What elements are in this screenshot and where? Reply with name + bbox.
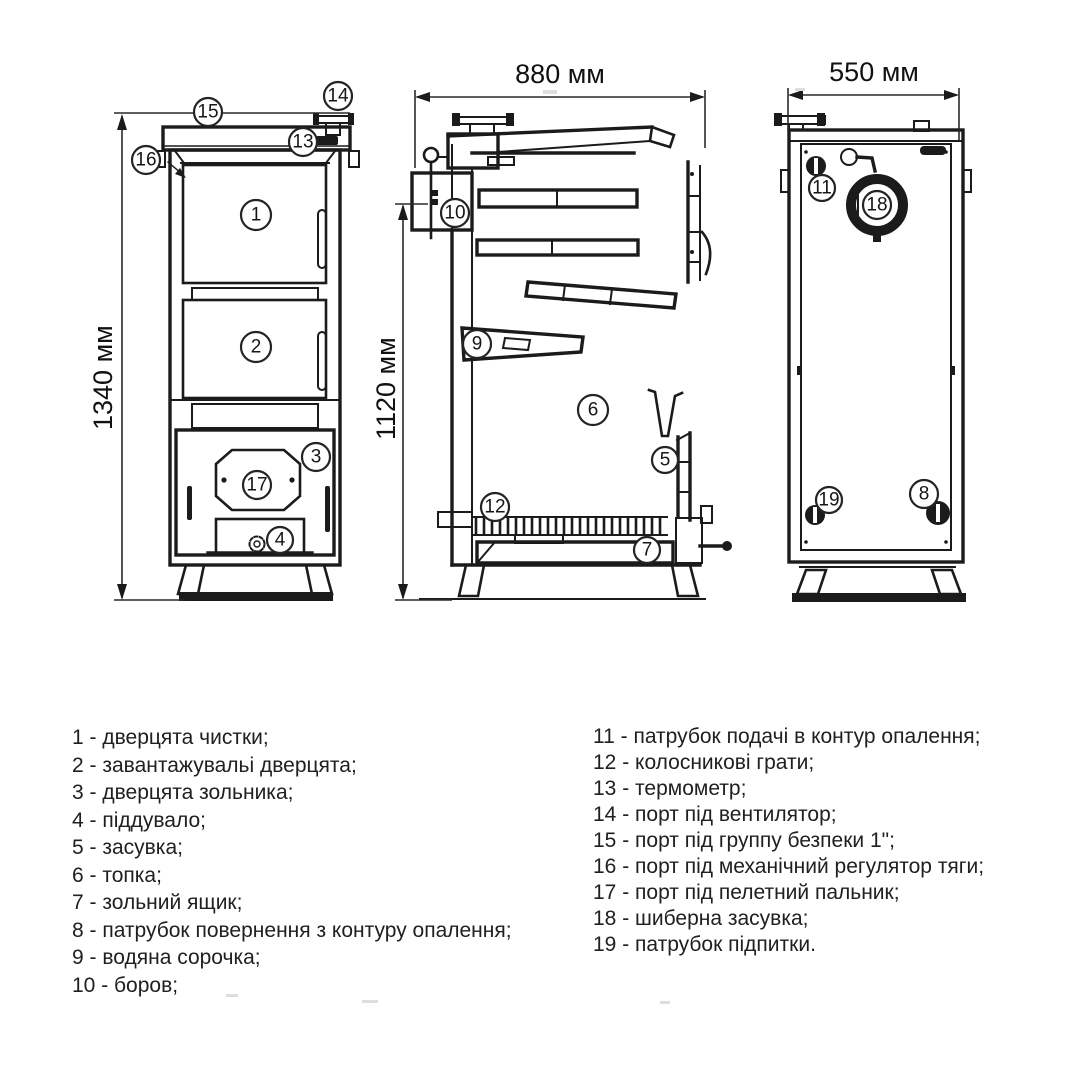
callout-5: 5 — [650, 445, 680, 475]
svg-text:4: 4 — [275, 530, 286, 551]
legend-item-15: 15 - порт під группу безпеки 1"; — [593, 829, 895, 852]
svg-text:18: 18 — [866, 195, 887, 216]
svg-text:16: 16 — [135, 150, 156, 171]
legend-item-10: 10 - боров; — [72, 973, 179, 997]
legend-item-5: 5 - засувка; — [72, 836, 183, 859]
callout-2: 2 — [239, 330, 273, 364]
legend-item-19: 19 - патрубок підпитки. — [593, 933, 816, 956]
svg-text:2: 2 — [251, 337, 262, 358]
thermometer — [316, 136, 338, 145]
dimension-front-height: 1340 мм — [88, 112, 350, 601]
svg-text:5: 5 — [660, 450, 671, 471]
legend-item-18: 18 - шиберна засувка; — [593, 907, 809, 930]
callout-19: 19 — [814, 485, 844, 515]
svg-text:13: 13 — [292, 132, 313, 153]
dimension-section-width: 880 мм — [414, 59, 706, 168]
flue-damper — [840, 148, 908, 242]
top-flange — [452, 113, 514, 135]
ash-drawer — [475, 540, 732, 565]
slide-gate — [647, 388, 684, 438]
scan-artifacts — [226, 88, 805, 1004]
legend-item-17: 17 - порт під пелетний пальник; — [593, 881, 900, 904]
door-handle — [317, 331, 327, 391]
legend-item-4: 4 - піддувало; — [72, 808, 206, 832]
front-view — [154, 113, 360, 601]
air-knob — [248, 535, 266, 553]
dimension-back-width: 550 мм — [787, 57, 960, 140]
legend-item-8: 8 - патрубок повернення з контуру опален… — [72, 918, 512, 942]
dimension-label: 880 мм — [515, 59, 605, 89]
legend-item-14: 14 - порт під вентилятор; — [593, 803, 837, 826]
safety-group-flange — [774, 113, 826, 131]
legend-item-7: 7 - зольний ящик; — [72, 891, 243, 914]
callout-16: 16 — [130, 144, 162, 176]
callout-12: 12 — [479, 491, 511, 523]
dimension-section-height: 1120 мм — [371, 203, 452, 601]
callout-14: 14 — [322, 80, 354, 112]
fan-port-flange — [313, 113, 354, 136]
legend-right-column: 11 - патрубок подачі в контур опалення; … — [593, 724, 984, 958]
svg-text:11: 11 — [812, 178, 832, 199]
callouts: 1 2 3 4 5 6 7 8 9 10 11 12 13 14 15 16 1… — [130, 80, 940, 565]
pellet-burner-plate — [214, 448, 302, 512]
callout-1: 1 — [239, 198, 273, 232]
svg-text:8: 8 — [919, 484, 930, 505]
legend-item-12: 12 - колосникові грати; — [593, 751, 815, 774]
callout-9: 9 — [461, 328, 493, 360]
callout-13: 13 — [287, 126, 319, 158]
door-handle — [317, 209, 327, 269]
dimension-label: 550 мм — [829, 57, 919, 87]
svg-text:10: 10 — [444, 203, 465, 224]
legend-item-16: 16 - порт під механічний регулятор тяги; — [593, 855, 985, 878]
callout-18: 18 — [861, 189, 893, 221]
legend-item-13: 13 - термометр; — [593, 777, 747, 800]
callout-15: 15 — [192, 96, 224, 128]
svg-text:1: 1 — [251, 205, 262, 226]
callout-6: 6 — [576, 393, 610, 427]
callout-7: 7 — [632, 535, 662, 565]
dimension-label: 1340 мм — [88, 325, 118, 430]
callout-11: 11 — [807, 173, 837, 203]
section-view — [410, 113, 732, 600]
door-hook-handle — [700, 230, 712, 276]
dimension-label: 1120 мм — [371, 337, 401, 440]
legend-item-11: 11 - патрубок подачі в контур опалення; — [593, 725, 981, 748]
dimensions: 1340 мм 1120 мм 880 мм 550 мм — [88, 57, 960, 601]
ash-door — [174, 428, 336, 557]
svg-text:15: 15 — [197, 102, 218, 123]
legend-left-column: 1 - дверцята чистки; 2 - завантажувальі … — [72, 724, 512, 999]
svg-text:6: 6 — [588, 400, 599, 421]
legend-item-9: 9 - водяна сорочка; — [72, 946, 261, 969]
callout-3: 3 — [300, 441, 332, 473]
callout-4: 4 — [265, 525, 295, 555]
callout-8: 8 — [908, 478, 940, 510]
svg-text:19: 19 — [818, 490, 839, 511]
legend-item-1: 1 - дверцята чистки; — [72, 726, 269, 749]
sensor-port — [422, 146, 440, 164]
svg-text:14: 14 — [327, 86, 349, 107]
callout-17: 17 — [241, 469, 273, 501]
back-view — [774, 113, 972, 602]
svg-text:12: 12 — [484, 497, 505, 518]
svg-text:3: 3 — [311, 447, 322, 468]
svg-text:7: 7 — [642, 540, 653, 561]
callout-10: 10 — [439, 197, 471, 229]
svg-text:9: 9 — [472, 334, 483, 355]
grate — [437, 511, 668, 544]
legend-item-3: 3 - дверцята зольника; — [72, 781, 294, 804]
svg-text:17: 17 — [246, 475, 267, 496]
legend-item-2: 2 - завантажувальі дверцята; — [72, 753, 357, 777]
legend-item-6: 6 - топка; — [72, 863, 162, 887]
